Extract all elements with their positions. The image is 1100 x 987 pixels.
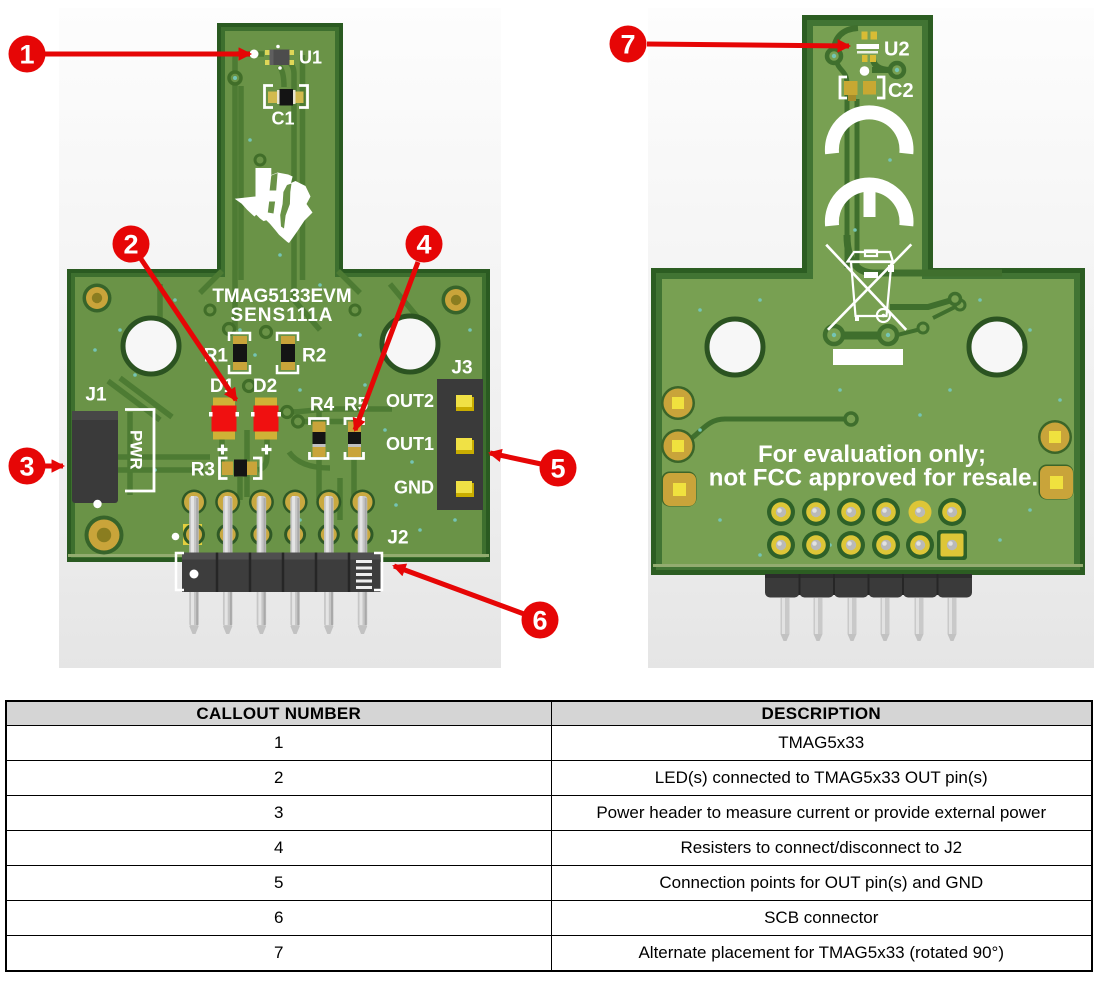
svg-text:SENS111A: SENS111A — [230, 305, 333, 326]
svg-text:5: 5 — [550, 454, 565, 484]
svg-text:3: 3 — [19, 452, 34, 482]
svg-text:GND: GND — [394, 478, 434, 498]
svg-text:TMAG5133EVM: TMAG5133EVM — [212, 286, 351, 307]
svg-text:U2: U2 — [884, 39, 910, 61]
svg-text:6: 6 — [532, 606, 547, 636]
svg-text:OUT2: OUT2 — [386, 391, 434, 411]
svg-text:R3: R3 — [191, 460, 215, 481]
svg-text:R2: R2 — [302, 346, 326, 367]
svg-text:R4: R4 — [310, 395, 335, 416]
svg-text:J3: J3 — [451, 358, 472, 379]
svg-text:OUT1: OUT1 — [386, 434, 434, 454]
svg-text:J2: J2 — [387, 528, 408, 549]
svg-text:U1: U1 — [299, 48, 322, 68]
svg-text:not FCC approved for resale.: not FCC approved for resale. — [709, 465, 1038, 492]
svg-text:7: 7 — [620, 30, 635, 60]
svg-text:4: 4 — [416, 230, 431, 260]
svg-text:1: 1 — [19, 40, 34, 70]
svg-text:PWR: PWR — [127, 430, 146, 470]
svg-text:2: 2 — [123, 230, 138, 260]
svg-text:C2: C2 — [888, 80, 914, 102]
svg-text:J1: J1 — [85, 385, 107, 406]
svg-text:For evaluation only;: For evaluation only; — [758, 441, 986, 468]
svg-text:C1: C1 — [271, 109, 294, 129]
svg-text:D2: D2 — [253, 376, 277, 397]
